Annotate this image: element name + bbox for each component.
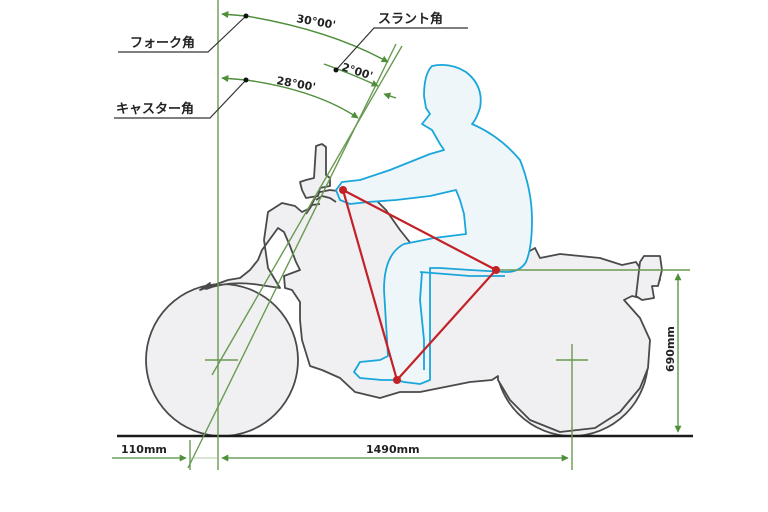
- rider-shin-line: [419, 271, 425, 370]
- fork-label-leader: [118, 15, 247, 53]
- trail-value: 110mm: [121, 443, 167, 456]
- label-leaders: [114, 13, 468, 119]
- rear-taillight: [635, 255, 663, 301]
- caster-angle-arrow-left: [221, 75, 247, 83]
- rider-silhouette: [335, 63, 533, 385]
- slant-angle-arrow-right: [383, 92, 397, 100]
- fork-angle-arc: [245, 15, 389, 63]
- wheelbase-value: 1490mm: [366, 443, 420, 456]
- slant-angle-value: 2°00': [340, 60, 374, 82]
- fork-angle-arrow-left: [221, 11, 247, 19]
- handlebar-point: [339, 186, 347, 194]
- fork-axis-line: [211, 45, 403, 376]
- fork-angle-label: フォーク角: [130, 35, 195, 51]
- caster-angle-label: キャスター角: [116, 101, 194, 117]
- rider-thigh-line: [419, 271, 505, 277]
- seat-point: [492, 266, 500, 274]
- caster-label-leader: [114, 79, 247, 119]
- rider-body: [335, 63, 533, 385]
- seat-height-value: 690mm: [664, 326, 677, 372]
- slant-angle-label: スラント角: [378, 11, 443, 27]
- slant-label-leader: [335, 27, 468, 71]
- ergonomic-triangle: [339, 186, 500, 384]
- geometry-lines: [187, 0, 690, 470]
- caster-axis-line: [187, 43, 397, 469]
- fork-angle-value: 30°00': [295, 12, 336, 32]
- mirror-stem: [299, 143, 331, 199]
- slant-angle-arc: [323, 63, 379, 87]
- dimension-arrows: [112, 273, 682, 462]
- caster-angle-arc: [245, 79, 359, 119]
- triangle-outline: [341, 187, 498, 383]
- angle-arcs: [221, 11, 397, 119]
- footpeg-point: [393, 376, 401, 384]
